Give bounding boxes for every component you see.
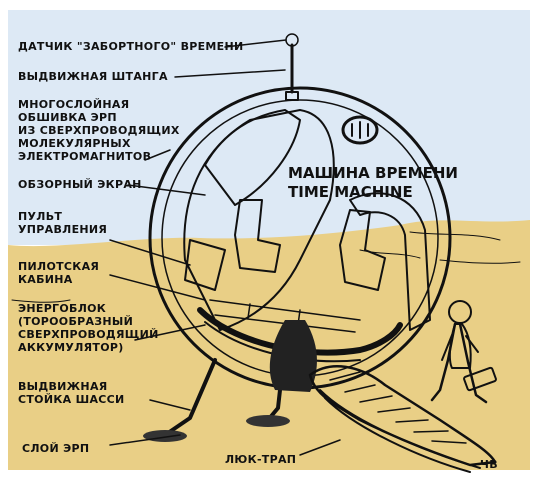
label-shell-4: МОЛЕКУЛЯРНЫХ xyxy=(18,137,131,150)
label-energy-4: АККУМУЛЯТОР) xyxy=(18,341,124,354)
label-shell-1: МНОГОСЛОЙНАЯ xyxy=(18,98,129,111)
label-hatch: ЛЮК-ТРАП xyxy=(225,453,296,466)
label-screen: ОБЗОРНЫЙ ЭКРАН xyxy=(18,178,142,191)
label-energy-3: СВЕРХПРОВОДЯЩИЙ xyxy=(18,328,159,341)
label-cabin-2: КАБИНА xyxy=(18,273,73,286)
title-en: TIME MACHINE xyxy=(288,183,413,201)
label-gear-1: ВЫДВИЖНАЯ xyxy=(18,380,108,393)
label-control-2: УПРАВЛЕНИЯ xyxy=(18,223,107,236)
title-ru: МАШИНА ВРЕМЕНИ xyxy=(288,164,458,182)
label-shell-3: ИЗ СВЕРХПРОВОДЯЩИХ xyxy=(18,124,180,137)
label-sensor: ДАТЧИК "ЗАБОРТНОГО" ВРЕМЕНИ xyxy=(18,40,244,53)
label-energy-1: ЭНЕРГОБЛОК xyxy=(18,302,106,315)
label-mast: ВЫДВИЖНАЯ ШТАНГА xyxy=(18,70,168,83)
label-shell-5: ЭЛЕКТРОМАГНИТОВ xyxy=(18,150,151,163)
label-energy-2: (ТОРООБРАЗНЫЙ xyxy=(18,315,133,328)
label-cabin-1: ПИЛОТСКАЯ xyxy=(18,260,99,273)
label-gear-2: СТОЙКА ШАССИ xyxy=(18,393,125,406)
label-control-1: ПУЛЬТ xyxy=(18,210,62,223)
label-layer: СЛОЙ ЭРП xyxy=(22,442,89,455)
label-shell-2: ОБШИВКА ЭРП xyxy=(18,111,117,124)
artist-signature: ЧВ xyxy=(480,458,498,471)
